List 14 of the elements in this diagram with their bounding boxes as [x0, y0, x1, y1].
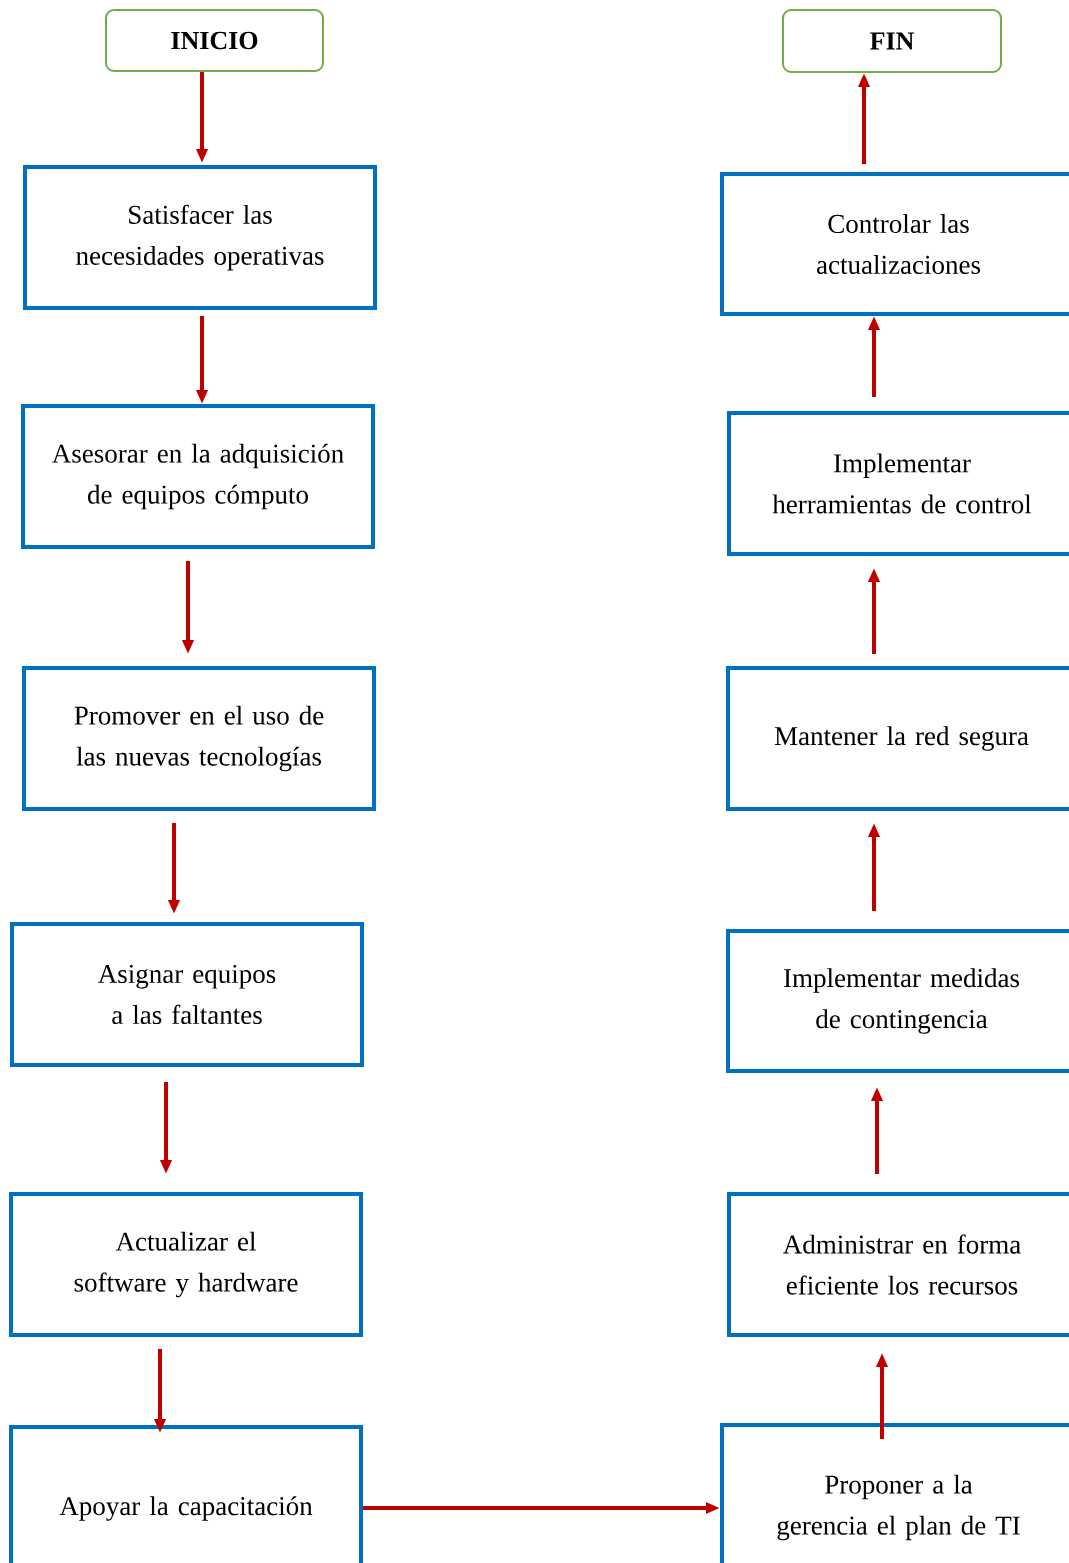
process-box: Promover en el uso de las nuevas tecnologías	[22, 666, 376, 811]
terminal-box: INICIO	[105, 9, 324, 72]
process-box: Mantener la red segura	[726, 666, 1069, 811]
terminal-box: FIN	[782, 9, 1002, 73]
process-box: Actualizar el software y hardware	[9, 1192, 363, 1337]
process-box: Controlar las actualizaciones	[720, 172, 1069, 316]
process-box: Implementar medidas de contingencia	[726, 929, 1069, 1073]
process-box: Apoyar la capacitación	[9, 1425, 363, 1563]
process-box: Implementar herramientas de control	[727, 411, 1069, 556]
process-box: Administrar en forma eficiente los recursos	[727, 1192, 1069, 1337]
process-box: Asesorar en la adquisición de equipos cómputo	[21, 404, 375, 549]
process-box: Proponer a la gerencia el plan de TI	[720, 1423, 1069, 1563]
process-box: Satisfacer las necesidades operativas	[23, 165, 377, 310]
process-box: Asignar equipos a las faltantes	[10, 922, 364, 1067]
